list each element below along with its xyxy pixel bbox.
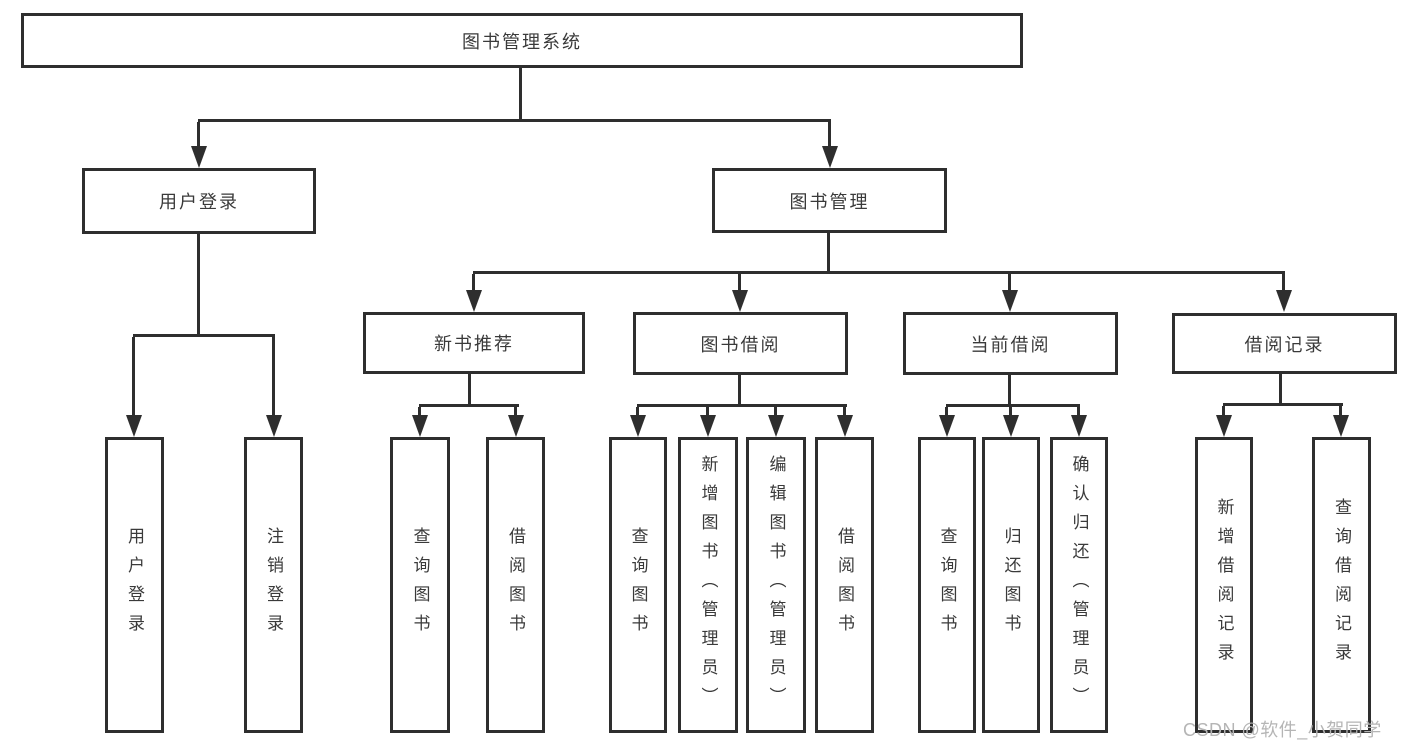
node-leaf-records-add: 新增借阅记录	[1195, 437, 1253, 733]
node-leaf-records-query: 查询借阅记录	[1312, 437, 1371, 733]
connector-borrow-bus	[637, 404, 847, 407]
node-root: 图书管理系统	[21, 13, 1023, 68]
connector-recommend-stem	[468, 372, 471, 407]
connector-current-stem	[1008, 373, 1011, 407]
arrow-to-borrow-query	[629, 407, 647, 437]
arrow-to-recommend-query	[411, 407, 429, 437]
arrow-to-borrow	[731, 274, 749, 312]
arrow-to-recommend	[465, 274, 483, 312]
arrow-to-recommend-borrow	[507, 407, 525, 437]
arrow-to-login	[190, 122, 208, 168]
node-book-borrow-label: 图书借阅	[700, 334, 781, 355]
arrow-to-records-query	[1332, 406, 1350, 437]
node-current-borrow: 当前借阅	[903, 312, 1118, 375]
node-leaf-recommend-borrow: 借阅图书	[486, 437, 545, 733]
arrow-to-borrow-add	[699, 407, 717, 437]
node-leaf-logout-label: 注销登录	[264, 527, 283, 643]
node-leaf-current-query-label: 查询图书	[937, 527, 957, 643]
connector-level2-bus	[198, 119, 831, 122]
arrow-to-current	[1001, 274, 1019, 312]
node-current-borrow-label: 当前借阅	[970, 334, 1051, 355]
watermark: CSDN @软件_小贺同学	[1183, 720, 1382, 740]
node-book-manage-label: 图书管理	[789, 191, 870, 212]
node-user-login: 用户登录	[82, 168, 316, 234]
node-book-borrow: 图书借阅	[633, 312, 848, 375]
node-leaf-current-confirm-label: 确认归还（管理员）	[1069, 454, 1089, 716]
connector-login-bus	[133, 334, 275, 337]
arrow-to-records-add	[1215, 406, 1233, 437]
node-leaf-borrow-add: 新增图书（管理员）	[678, 437, 738, 733]
connector-login-stem	[197, 232, 200, 336]
connector-manage-stem	[827, 231, 830, 274]
arrow-to-login-logout	[265, 337, 283, 437]
arrow-to-borrow-edit	[767, 407, 785, 437]
arrow-to-current-query	[938, 407, 956, 437]
node-leaf-logout: 注销登录	[244, 437, 303, 733]
node-leaf-records-add-label: 新增借阅记录	[1214, 498, 1234, 672]
node-leaf-user-login: 用户登录	[105, 437, 164, 733]
connector-records-bus	[1223, 403, 1343, 406]
node-leaf-borrow-edit-label: 编辑图书（管理员）	[766, 454, 786, 716]
node-root-label: 图书管理系统	[462, 31, 582, 52]
node-leaf-records-query-label: 查询借阅记录	[1332, 498, 1351, 672]
node-leaf-recommend-query-label: 查询图书	[410, 527, 430, 643]
arrow-to-borrow-lend	[836, 407, 854, 437]
node-leaf-user-login-label: 用户登录	[125, 527, 144, 643]
node-leaf-borrow-query-label: 查询图书	[628, 527, 648, 643]
node-leaf-current-query: 查询图书	[918, 437, 976, 733]
node-leaf-recommend-borrow-label: 借阅图书	[506, 527, 525, 643]
node-leaf-current-confirm: 确认归还（管理员）	[1050, 437, 1108, 733]
node-leaf-borrow-edit: 编辑图书（管理员）	[746, 437, 806, 733]
node-leaf-current-return-label: 归还图书	[1001, 527, 1021, 643]
node-leaf-borrow-query: 查询图书	[609, 437, 667, 733]
node-new-book-recommend-label: 新书推荐	[434, 334, 514, 354]
arrow-to-records	[1275, 274, 1293, 312]
node-book-manage: 图书管理	[712, 168, 947, 233]
connector-recommend-bus	[419, 404, 519, 407]
node-user-login-label: 用户登录	[159, 192, 239, 212]
arrow-to-login-user	[125, 337, 143, 437]
node-leaf-current-return: 归还图书	[982, 437, 1040, 733]
node-leaf-recommend-query: 查询图书	[390, 437, 450, 733]
node-leaf-borrow-add-label: 新增图书（管理员）	[698, 454, 718, 716]
node-borrow-records-label: 借阅记录	[1244, 334, 1325, 355]
connector-root-stem	[519, 66, 522, 122]
arrow-to-manage	[821, 122, 839, 168]
connector-borrow-stem	[738, 373, 741, 407]
node-borrow-records: 借阅记录	[1172, 313, 1397, 374]
connector-level3-bus	[473, 271, 1285, 274]
arrow-to-current-return	[1002, 407, 1020, 437]
node-new-book-recommend: 新书推荐	[363, 312, 585, 374]
connector-records-stem	[1279, 372, 1282, 406]
node-leaf-borrow-lend-label: 借阅图书	[835, 527, 854, 643]
connector-current-bus	[946, 404, 1080, 407]
node-leaf-borrow-lend: 借阅图书	[815, 437, 874, 733]
arrow-to-current-confirm	[1070, 407, 1088, 437]
